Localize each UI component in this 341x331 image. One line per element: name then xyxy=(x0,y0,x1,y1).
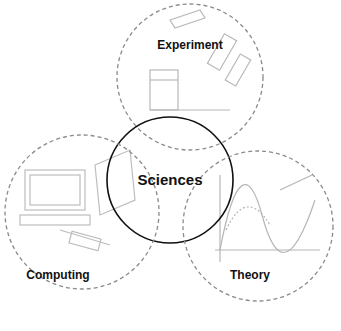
sciences-circle: Sciences xyxy=(106,116,234,244)
experiment-circle: Experiment xyxy=(116,3,264,151)
theory-circle: Theory xyxy=(182,150,334,302)
computing-circle: Computing xyxy=(4,134,160,290)
circle-label: Computing xyxy=(26,269,89,282)
circle-label: Sciences xyxy=(137,172,202,189)
circle-label: Theory xyxy=(230,269,270,282)
circle-label: Experiment xyxy=(157,39,222,52)
circle-outline xyxy=(4,134,160,290)
theory-sketch xyxy=(215,175,320,262)
circle-outline xyxy=(116,3,264,151)
computing-sketch xyxy=(20,150,135,251)
experiment-sketch xyxy=(150,10,251,110)
